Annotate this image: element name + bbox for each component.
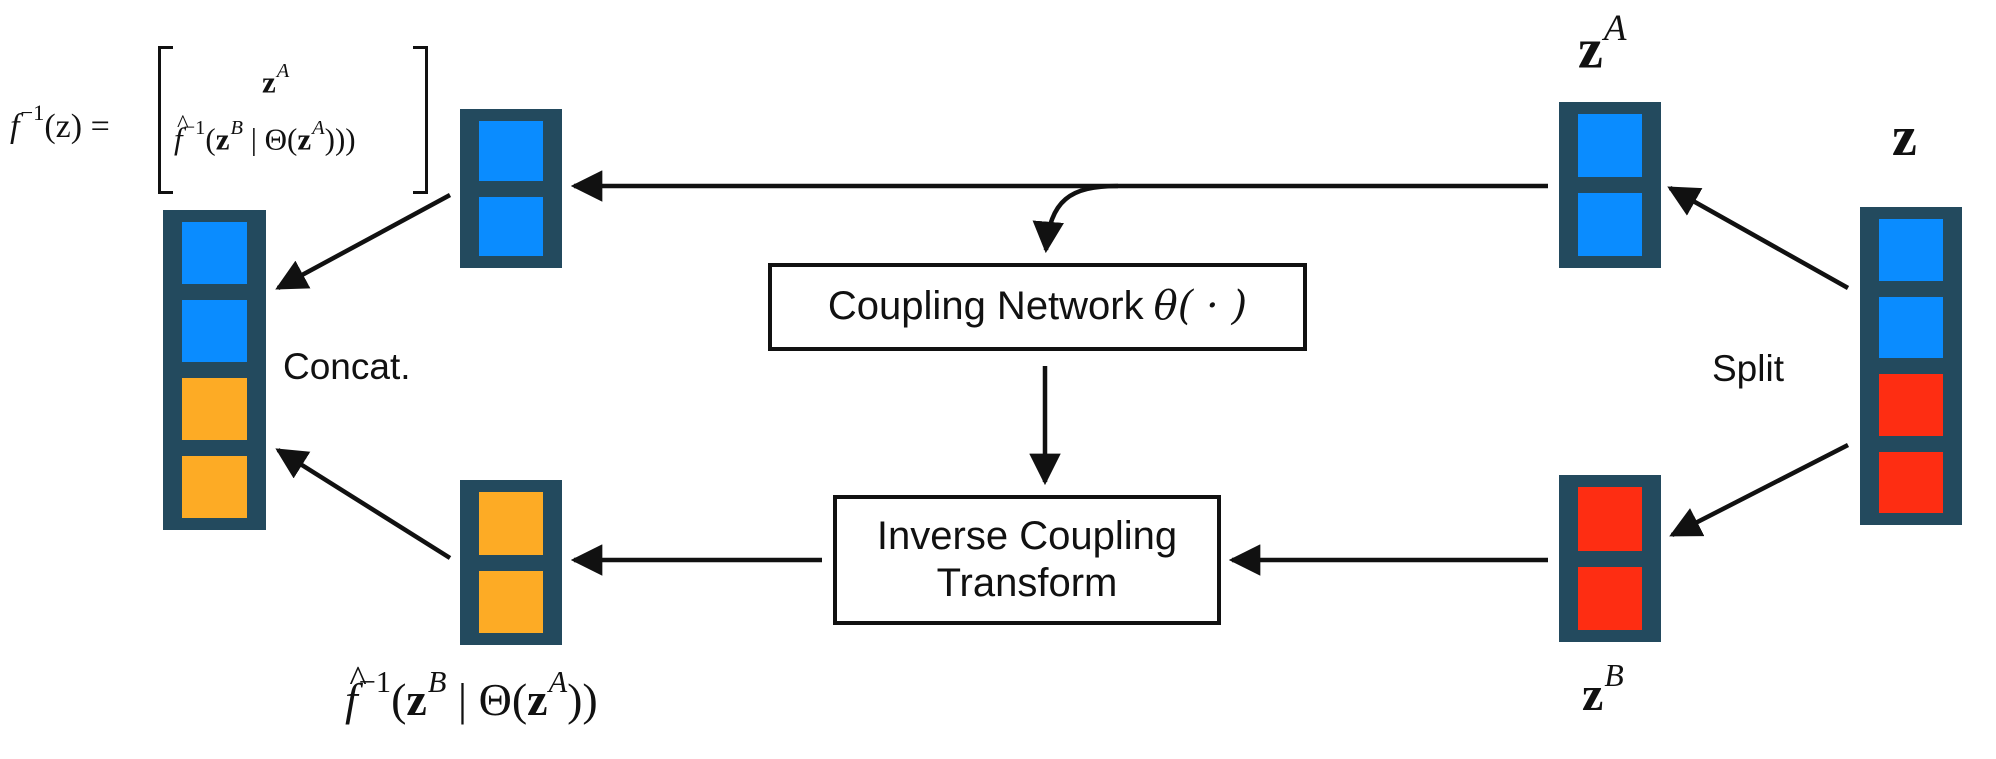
formula-row2-mid: | Θ( [242, 121, 298, 157]
cell-a [479, 121, 543, 181]
cell-transformed [479, 492, 543, 555]
formula-row2-var-a: z [297, 121, 312, 157]
cell-b [1879, 451, 1943, 513]
z-b-label: zB [1582, 658, 1624, 722]
cell-b [1879, 374, 1943, 436]
cell-a [182, 300, 247, 362]
cell-a [479, 196, 543, 256]
cell-a [182, 222, 247, 284]
cell-b [1578, 487, 1642, 551]
formula-row2-sup-a: A [312, 117, 325, 139]
coupling-network-label: Coupling Network [827, 284, 1144, 329]
formula-bottom-close: )) [567, 673, 598, 725]
vector-z [1860, 207, 1962, 525]
arrow-branch-to-coupling-network [1032, 183, 1119, 254]
vector-z-b [1559, 475, 1661, 642]
formula-row1-var: z [262, 64, 276, 100]
vector-concat-output [163, 210, 266, 530]
formula-row2-sup: −1 [183, 117, 206, 139]
formula-row2-close: ))) [324, 121, 356, 157]
z-b-var: z [1582, 667, 1604, 721]
vector-transformed [460, 480, 562, 645]
formula-bottom-sup-b: B [427, 665, 447, 699]
split-label: Split [1712, 348, 1784, 389]
cell-a [1879, 219, 1943, 281]
formula-matrix-bracket [158, 46, 428, 194]
arrow-copy-to-concat [275, 193, 452, 290]
z-a-sup: A [1603, 7, 1627, 48]
cell-a [1578, 114, 1642, 177]
arrow-split-to-z-b [1669, 442, 1850, 538]
formula-row-1: zA [262, 60, 289, 100]
concat-label: Concat. [283, 346, 411, 387]
cell-a [1879, 296, 1943, 358]
formula-lhs-func: f [10, 107, 20, 145]
cell-a [1578, 193, 1642, 256]
formula-bottom-mid: | Θ( [446, 673, 528, 725]
vector-z-a [1559, 102, 1661, 268]
formula-bottom-sup-a: A [548, 665, 568, 699]
formula-row2-func: f [174, 111, 188, 157]
formula-lhs-sup: −1 [20, 100, 45, 125]
inverse-formula-lhs: f−1(z) = [10, 100, 110, 146]
arrow-transformed-to-concat [275, 448, 452, 560]
formula-row2-sup-b: B [230, 117, 243, 139]
vector-z-a-copy [460, 109, 562, 268]
formula-row2-open: ( [205, 121, 216, 157]
formula-bottom-var-b: z [406, 673, 427, 725]
cell-transformed [479, 570, 543, 633]
formula-lhs-arg: (z) = [44, 107, 110, 145]
z-b-sup: B [1604, 658, 1624, 693]
coupling-network-symbol: θ( · ) [1153, 283, 1248, 330]
formula-row2-var-b: z [215, 121, 230, 157]
z-label: z [1892, 106, 1917, 168]
formula-bottom-func: f [345, 657, 366, 726]
inverse-coupling-line1: Inverse Coupling [876, 513, 1178, 558]
cell-b [1578, 566, 1642, 630]
z-a-var: z [1578, 18, 1603, 81]
inverse-coupling-line2: Transform [936, 561, 1118, 605]
z-a-label: zA [1578, 6, 1626, 82]
arrow-split-to-z-a [1667, 186, 1850, 290]
formula-bottom-open: ( [391, 673, 407, 725]
cell-transformed [182, 456, 247, 518]
cell-transformed [182, 378, 247, 440]
transformed-formula: f−1(zB | Θ(zA)) [345, 657, 598, 726]
formula-bottom-var-a: z [527, 673, 548, 725]
formula-row1-sup: A [276, 60, 290, 82]
formula-row-2: f−1(zB | Θ(zA))) [174, 111, 356, 157]
inverse-coupling-box: Inverse Coupling Transform [833, 495, 1221, 625]
